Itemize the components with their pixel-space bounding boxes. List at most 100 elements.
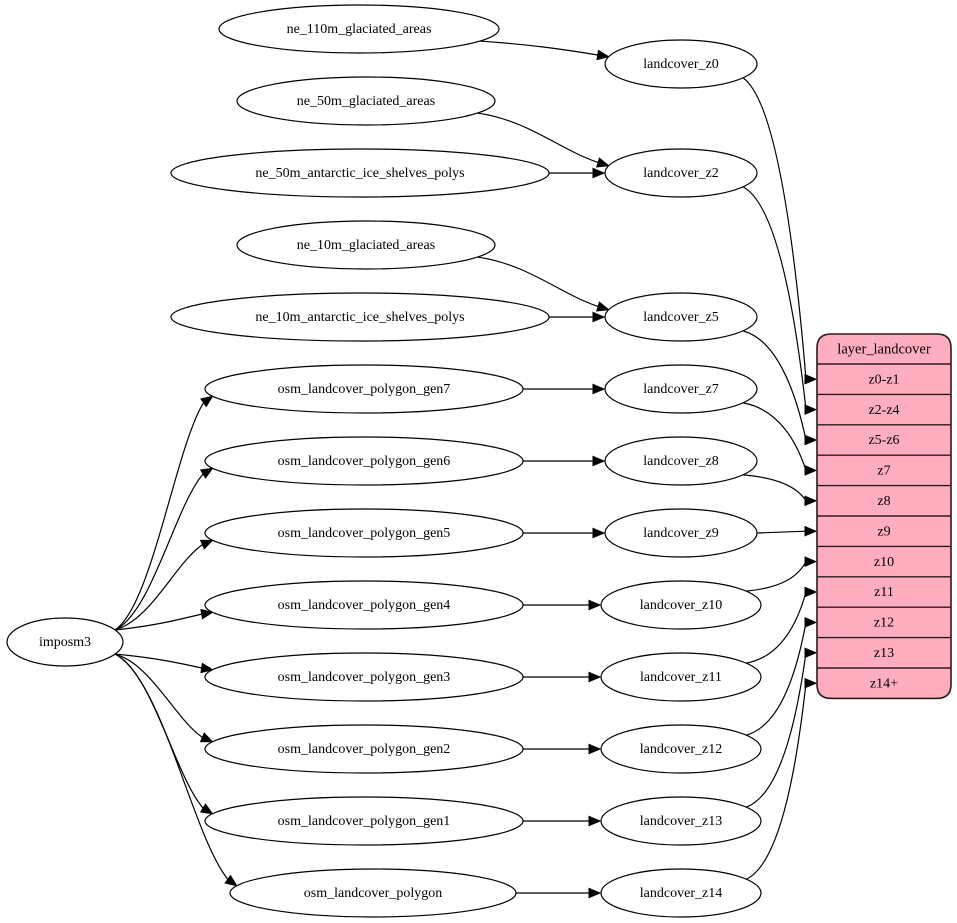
node-landcover_z12[interactable]: landcover_z12 <box>600 724 762 774</box>
node-label-osm_landcover_polygon_gen1: osm_landcover_polygon_gen1 <box>278 814 451 829</box>
node-label-landcover_z9: landcover_z9 <box>643 526 718 541</box>
edge-imposm3-to-osm_landcover_polygon_gen4 <box>115 613 202 631</box>
layer-table-row-z12[interactable]: z12 <box>874 616 894 631</box>
node-shape-imposm3 <box>6 617 124 667</box>
layer-table-row-z7[interactable]: z7 <box>877 464 890 479</box>
edges-layer <box>114 40 818 899</box>
node-shape-ne_50m_antarctic_ice_shelves_polys <box>170 148 550 198</box>
node-label-ne_50m_antarctic_ice_shelves_polys: ne_50m_antarctic_ice_shelves_polys <box>255 166 464 181</box>
node-landcover_z10[interactable]: landcover_z10 <box>600 580 762 630</box>
node-shape-ne_50m_glaciated_areas <box>236 76 496 126</box>
node-label-osm_landcover_polygon: osm_landcover_polygon <box>304 886 442 901</box>
node-label-ne_50m_glaciated_areas: ne_50m_glaciated_areas <box>297 94 435 109</box>
node-shape-osm_landcover_polygon_gen5 <box>204 508 524 558</box>
layer-table-row-z5-z6[interactable]: z5-z6 <box>868 433 899 448</box>
node-imposm3[interactable]: imposm3 <box>6 617 124 667</box>
node-landcover_z9[interactable]: landcover_z9 <box>604 508 758 558</box>
edge-ne_50m_glaciated_areas-to-landcover_z2 <box>477 112 599 164</box>
edge-landcover_z7-to-z7 <box>742 402 807 471</box>
edge-arrowhead <box>804 677 818 689</box>
edge-arrowhead <box>200 395 214 408</box>
node-shape-osm_landcover_polygon_gen3 <box>204 652 524 702</box>
edge-landcover_z12-to-z12 <box>746 622 807 736</box>
edge-landcover_z14-to-z14+ <box>746 683 807 880</box>
node-shape-osm_landcover_polygon_gen6 <box>204 436 524 486</box>
node-label-landcover_z11: landcover_z11 <box>640 670 722 685</box>
edge-imposm3-to-osm_landcover_polygon_gen3 <box>115 653 202 669</box>
layer-table-row-z14plus[interactable]: z14+ <box>870 676 898 691</box>
edge-imposm3-to-osm_landcover_polygon <box>114 653 229 880</box>
node-label-landcover_z2: landcover_z2 <box>643 166 718 181</box>
node-label-ne_10m_antarctic_ice_shelves_polys: ne_10m_antarctic_ice_shelves_polys <box>255 310 464 325</box>
node-osm_landcover_polygon[interactable]: osm_landcover_polygon <box>229 868 517 918</box>
layer-table-row-z8[interactable]: z8 <box>877 494 890 509</box>
layer-table-row-z2-z4[interactable]: z2-z4 <box>868 403 899 418</box>
node-osm_landcover_polygon_gen7[interactable]: osm_landcover_polygon_gen7 <box>204 364 524 414</box>
edge-landcover_z11-to-z11 <box>746 591 807 664</box>
node-ne_10m_antarctic_ice_shelves_polys[interactable]: ne_10m_antarctic_ice_shelves_polys <box>170 292 550 342</box>
edge-arrowhead <box>804 373 818 385</box>
node-shape-ne_110m_glaciated_areas <box>218 4 500 54</box>
node-shape-landcover_z10 <box>600 580 762 630</box>
node-landcover_z2[interactable]: landcover_z2 <box>604 148 758 198</box>
edge-landcover_z5-to-z5-z6 <box>742 330 807 441</box>
node-label-landcover_z0: landcover_z0 <box>643 57 718 72</box>
edge-arrowhead <box>804 586 818 598</box>
node-osm_landcover_polygon_gen6[interactable]: osm_landcover_polygon_gen6 <box>204 436 524 486</box>
layer-table-row-z13[interactable]: z13 <box>874 646 894 661</box>
node-label-imposm3: imposm3 <box>39 635 91 650</box>
node-label-ne_10m_glaciated_areas: ne_10m_glaciated_areas <box>297 238 435 253</box>
node-label-landcover_z5: landcover_z5 <box>643 310 718 325</box>
node-osm_landcover_polygon_gen2[interactable]: osm_landcover_polygon_gen2 <box>204 724 524 774</box>
node-landcover_z7[interactable]: landcover_z7 <box>604 364 758 414</box>
node-shape-landcover_z12 <box>600 724 762 774</box>
edge-landcover_z9-to-z9 <box>756 530 807 534</box>
layer-table-row-z10[interactable]: z10 <box>874 555 894 570</box>
node-shape-ne_10m_glaciated_areas <box>236 220 496 270</box>
layer-table-header-label: layer_landcover <box>837 341 931 357</box>
edge-landcover_z13-to-z13 <box>746 652 807 808</box>
edge-arrowhead <box>804 465 818 476</box>
nodes-layer: imposm3 ne_110m_glaciated_areas ne_50m_gla… <box>6 4 762 918</box>
layer-table-row-z11[interactable]: z11 <box>874 585 894 600</box>
node-landcover_z5[interactable]: landcover_z5 <box>604 292 758 342</box>
edge-imposm3-to-osm_landcover_polygon_gen7 <box>114 402 205 631</box>
node-shape-osm_landcover_polygon_gen4 <box>204 580 524 630</box>
node-landcover_z0[interactable]: landcover_z0 <box>604 39 758 89</box>
node-shape-landcover_z5 <box>604 292 758 342</box>
node-osm_landcover_polygon_gen4[interactable]: osm_landcover_polygon_gen4 <box>204 580 524 630</box>
node-shape-osm_landcover_polygon_gen2 <box>204 724 524 774</box>
node-landcover_z13[interactable]: landcover_z13 <box>600 796 762 846</box>
node-landcover_z8[interactable]: landcover_z8 <box>604 436 758 486</box>
node-osm_landcover_polygon_gen3[interactable]: osm_landcover_polygon_gen3 <box>204 652 524 702</box>
node-label-landcover_z13: landcover_z13 <box>640 814 722 829</box>
node-label-osm_landcover_polygon_gen4: osm_landcover_polygon_gen4 <box>278 598 451 613</box>
node-osm_landcover_polygon_gen5[interactable]: osm_landcover_polygon_gen5 <box>204 508 524 558</box>
layer-table-row-z9[interactable]: z9 <box>877 524 890 539</box>
edge-landcover_z2-to-z2-z4 <box>742 186 807 410</box>
node-ne_10m_glaciated_areas[interactable]: ne_10m_glaciated_areas <box>236 220 496 270</box>
node-osm_landcover_polygon_gen1[interactable]: osm_landcover_polygon_gen1 <box>204 796 524 846</box>
edge-landcover_z10-to-z10 <box>746 561 807 592</box>
node-shape-ne_10m_antarctic_ice_shelves_polys <box>170 292 550 342</box>
node-ne_110m_glaciated_areas[interactable]: ne_110m_glaciated_areas <box>218 4 500 54</box>
node-landcover_z11[interactable]: landcover_z11 <box>600 652 762 702</box>
node-shape-landcover_z14 <box>600 868 762 918</box>
node-ne_50m_glaciated_areas[interactable]: ne_50m_glaciated_areas <box>236 76 496 126</box>
node-shape-osm_landcover_polygon <box>229 868 517 918</box>
node-landcover_z14[interactable]: landcover_z14 <box>600 868 762 918</box>
edge-ne_10m_glaciated_areas-to-landcover_z5 <box>477 256 599 308</box>
edge-arrowhead <box>804 434 818 446</box>
edge-imposm3-to-osm_landcover_polygon_gen2 <box>114 653 203 738</box>
node-label-landcover_z8: landcover_z8 <box>643 454 718 469</box>
layer-table-row-z0-z1[interactable]: z0-z1 <box>868 372 899 387</box>
node-shape-landcover_z13 <box>600 796 762 846</box>
edge-arrowhead <box>804 495 818 507</box>
node-ne_50m_antarctic_ice_shelves_polys[interactable]: ne_50m_antarctic_ice_shelves_polys <box>170 148 550 198</box>
layer-landcover-table[interactable]: layer_landcover z0-z1 z2-z4 z5-z6 z7 z8 z9 z10 z… <box>816 333 952 700</box>
node-shape-landcover_z11 <box>600 652 762 702</box>
edge-arrowhead <box>804 404 818 415</box>
node-label-landcover_z14: landcover_z14 <box>640 886 722 901</box>
edge-ne_110m_glaciated_areas-to-landcover_z0 <box>479 40 598 56</box>
node-label-ne_110m_glaciated_areas: ne_110m_glaciated_areas <box>287 22 432 37</box>
